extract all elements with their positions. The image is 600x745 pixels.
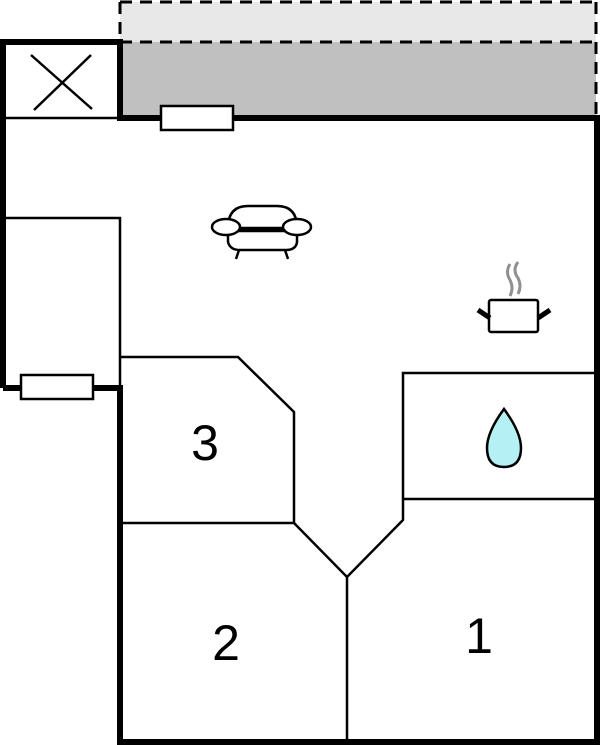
water-drop-icon [485, 406, 523, 469]
cross-icon [30, 54, 93, 111]
room-label-3: 3 [191, 415, 219, 471]
chimney [6, 54, 120, 120]
window-left [19, 373, 95, 401]
balcony-outline [118, 0, 598, 118]
room-label-1: 1 [465, 608, 493, 664]
interior-walls [6, 216, 597, 742]
exterior-walls [0, 39, 600, 745]
window-top [159, 104, 235, 132]
sofa-icon [210, 204, 313, 260]
room-label-2: 2 [212, 615, 240, 671]
balcony-area [120, 2, 596, 42]
cooking-pot-icon [476, 261, 552, 334]
